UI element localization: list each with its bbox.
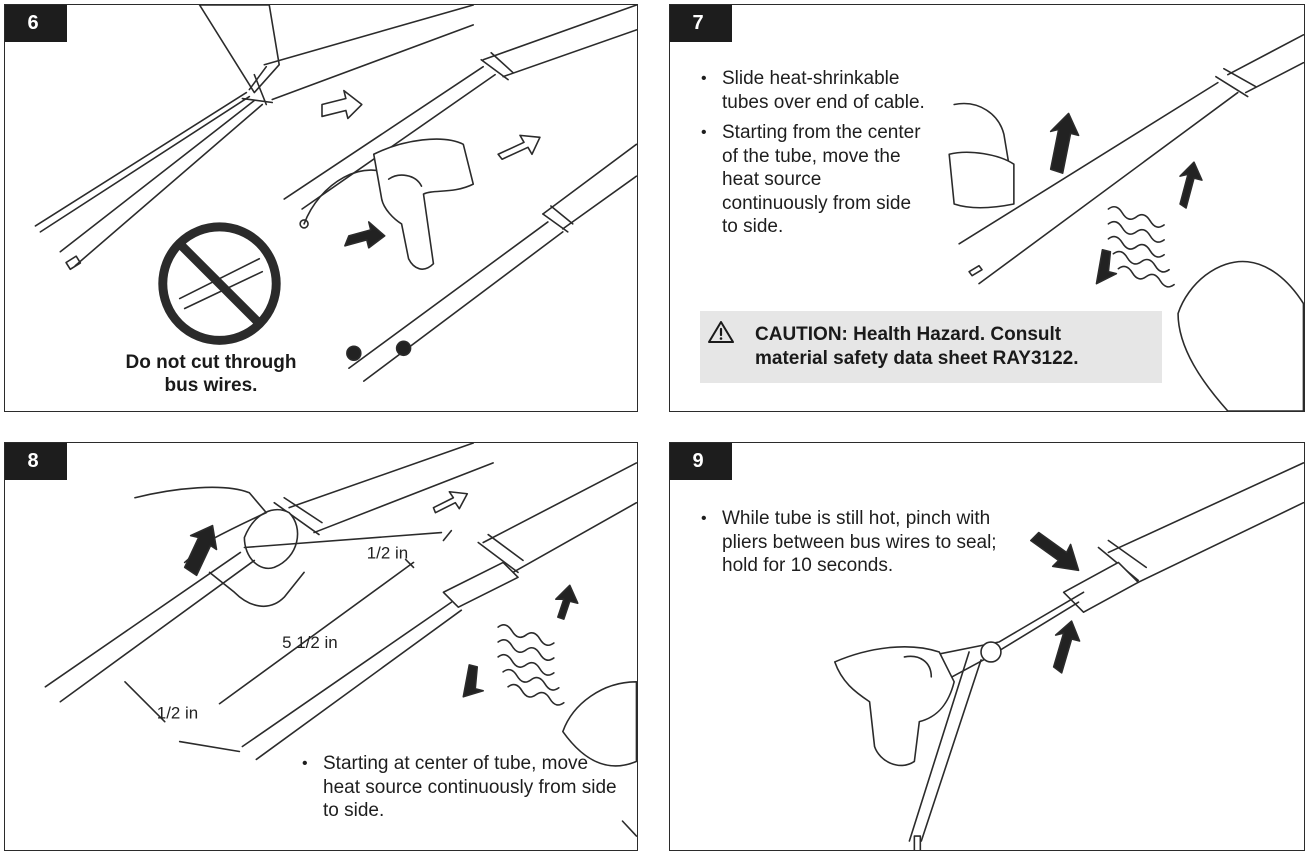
step-6-illustration bbox=[34, 5, 637, 382]
step-label: 8 bbox=[5, 443, 67, 480]
instruction-list: Slide heat-shrinkable tubes over end of … bbox=[698, 67, 928, 246]
warning-triangle-icon bbox=[708, 321, 734, 343]
panel-step-6: 6 Do not cut through bus wires. bbox=[4, 4, 638, 412]
instruction-bullet: Starting at center of tube, move heat so… bbox=[299, 752, 619, 823]
dimension-label-half-inch-bottom: 1/2 in bbox=[157, 704, 198, 723]
caution-line-1: CAUTION: Health Hazard. Consult bbox=[755, 324, 1062, 345]
caution-text: CAUTION: Health Hazard. Consult material… bbox=[755, 323, 1079, 371]
panel-step-7: 7 Slide heat-shrinkable tubes over end o… bbox=[669, 4, 1305, 412]
step-7-illustration bbox=[948, 34, 1304, 411]
dimension-label-five-and-half-inch: 5 1/2 in bbox=[282, 633, 337, 652]
step-label: 9 bbox=[670, 443, 732, 480]
step-8-illustration: 1/2 in 5 1/2 in 1/2 in bbox=[44, 443, 637, 837]
instruction-bullet: Slide heat-shrinkable tubes over end of … bbox=[698, 67, 928, 114]
step-label: 6 bbox=[5, 5, 67, 42]
caution-line-2: material safety data sheet RAY3122. bbox=[755, 348, 1079, 369]
warning-line-1: Do not cut through bbox=[125, 352, 297, 373]
step-9-illustration bbox=[833, 462, 1304, 850]
dimension-label-half-inch-top: 1/2 in bbox=[367, 543, 408, 562]
instruction-bullet: While tube is still hot, pinch with plie… bbox=[698, 507, 1028, 578]
instruction-bullet: Starting from the center of the tube, mo… bbox=[698, 121, 928, 239]
instruction-list: Starting at center of tube, move heat so… bbox=[299, 752, 619, 830]
panel-step-9: 9 While tube is still hot, pinch with pl… bbox=[669, 442, 1305, 851]
warning-line-2: bus wires. bbox=[164, 375, 258, 396]
step-label: 7 bbox=[670, 5, 732, 42]
instruction-list: While tube is still hot, pinch with plie… bbox=[698, 507, 1028, 585]
panel-step-8: 1/2 in 5 1/2 in 1/2 in 8 Starting at cen… bbox=[4, 442, 638, 851]
caution-box: CAUTION: Health Hazard. Consult material… bbox=[700, 311, 1162, 383]
warning-text: Do not cut through bus wires. bbox=[113, 351, 309, 397]
